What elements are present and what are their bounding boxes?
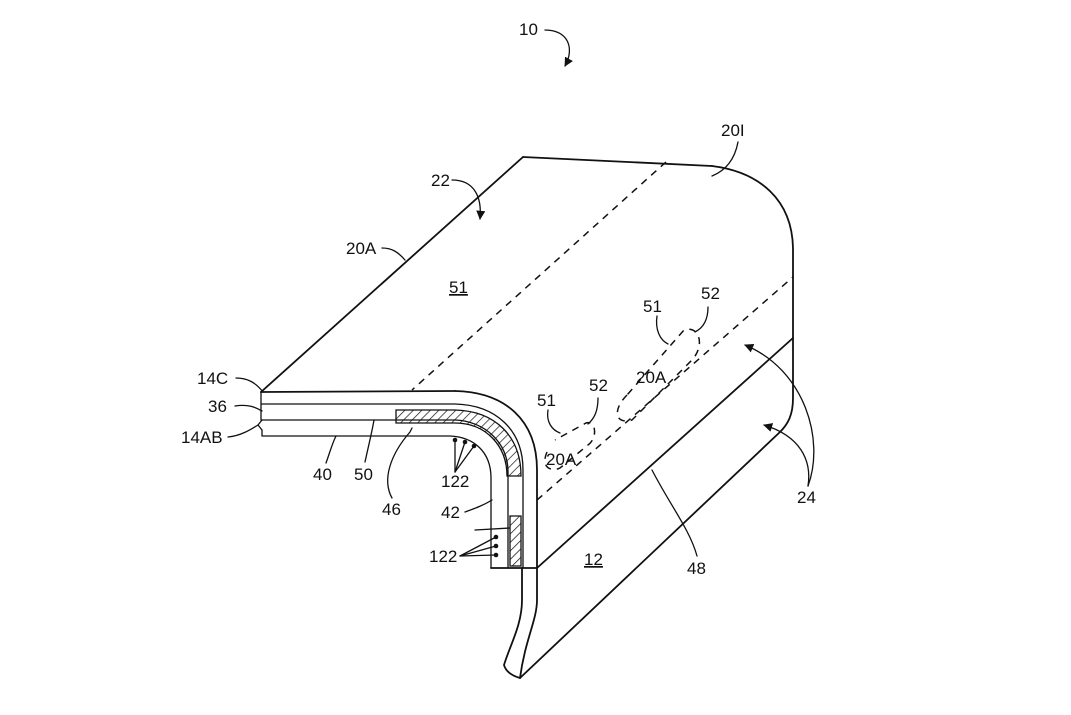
leader-52-mid	[694, 306, 709, 333]
label-20A-top: 20A	[346, 239, 377, 258]
leader-122a-2	[454, 441, 466, 473]
labels: 10 20I 22 20A 51 51 52 20A 51 52 20A 14C…	[181, 20, 816, 578]
top-back-edge	[522, 156, 713, 167]
label-50: 50	[354, 465, 373, 484]
hatched-region-lower	[509, 515, 522, 567]
label-14AB: 14AB	[181, 428, 223, 447]
label-122-a: 122	[441, 472, 469, 491]
leader-20A-top	[381, 247, 406, 261]
layer-line-1	[260, 403, 524, 569]
label-14C: 14C	[197, 369, 228, 388]
front-face-right	[519, 567, 538, 679]
label-20A-mid: 20A	[636, 368, 667, 387]
leader-22	[451, 179, 486, 220]
leader-122b-1	[459, 536, 497, 557]
leader-40	[325, 435, 337, 464]
device-outline	[260, 156, 794, 679]
leader-24-upper	[744, 343, 815, 487]
front-top-edge	[260, 390, 456, 393]
dashed-region-upper	[616, 328, 701, 422]
leader-48	[651, 469, 698, 557]
leader-51-low	[546, 409, 561, 434]
leader-36	[234, 404, 263, 412]
leader-122a-3	[454, 445, 475, 473]
leader-20I	[711, 141, 739, 177]
side-bottom-diagonal	[536, 337, 794, 569]
label-51-low: 51	[537, 391, 556, 410]
outer-corner-curve	[454, 390, 538, 569]
hatched-region-46	[395, 409, 522, 477]
dashed-lines	[411, 161, 794, 501]
label-46: 46	[382, 500, 401, 519]
label-20A-low: 20A	[546, 450, 577, 469]
leader-52-low	[587, 397, 599, 425]
leader-122b-2	[459, 545, 497, 557]
top-center-dashed	[411, 161, 667, 391]
leader-51-mid	[655, 315, 669, 345]
label-52-low: 52	[589, 376, 608, 395]
label-51-mid: 51	[643, 297, 662, 316]
label-12: 12	[584, 550, 603, 569]
leader-50	[364, 419, 375, 463]
label-24: 24	[797, 488, 816, 507]
base-diagonal	[519, 431, 781, 679]
label-10: 10	[519, 20, 538, 39]
label-40: 40	[313, 465, 332, 484]
label-36: 36	[208, 397, 227, 416]
top-left-edge	[260, 156, 524, 393]
side-center-dashed	[536, 276, 794, 501]
label-42: 42	[441, 503, 460, 522]
label-20I: 20I	[721, 121, 745, 140]
label-52-mid: 52	[701, 284, 720, 303]
leader-24-lower	[763, 423, 810, 487]
front-face-left	[503, 567, 523, 679]
label-122-b: 122	[429, 547, 457, 566]
back-right-corner	[711, 165, 794, 433]
leader-46	[387, 427, 413, 499]
layer-line-3	[261, 429, 492, 569]
leader-14C	[235, 377, 264, 393]
label-51-top: 51	[449, 278, 468, 297]
leader-122b-4	[474, 527, 511, 531]
leader-10	[544, 29, 573, 67]
layer-line-2	[261, 419, 509, 569]
leaders	[227, 29, 815, 557]
cross-section	[257, 391, 524, 569]
leader-42	[464, 499, 493, 513]
label-48: 48	[687, 559, 706, 578]
leader-14AB	[227, 424, 259, 438]
dashed-region-lower	[544, 422, 596, 471]
label-22: 22	[431, 171, 450, 190]
leader-122b-3	[459, 554, 497, 557]
